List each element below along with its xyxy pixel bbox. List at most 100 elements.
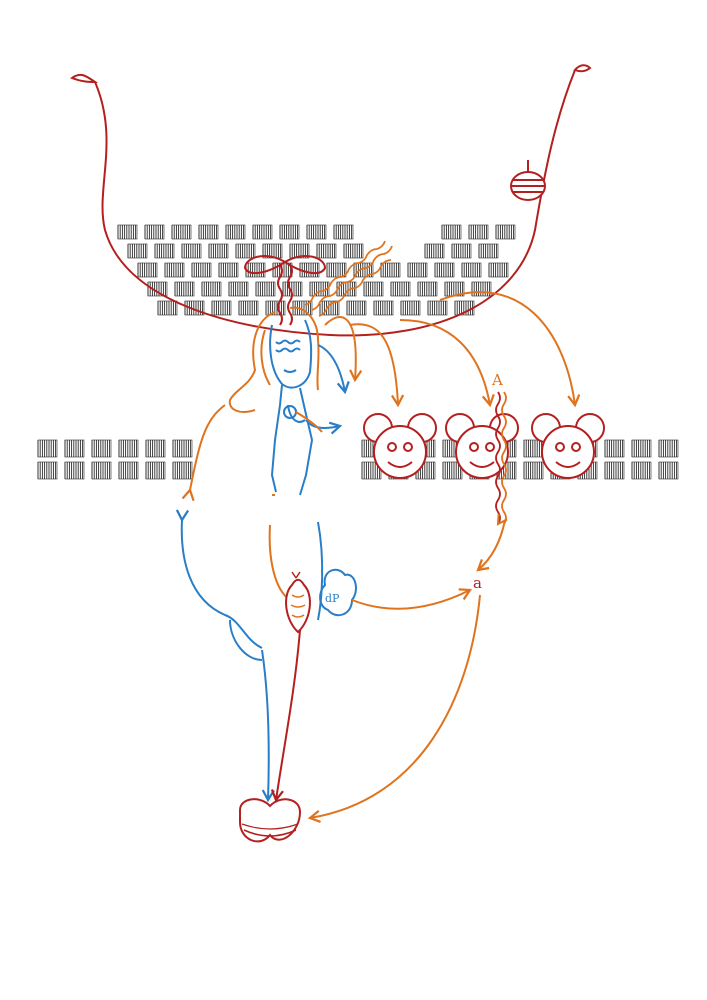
hatched-block: [252, 224, 273, 240]
hatched-block: [373, 300, 394, 316]
hatched-block: [245, 262, 266, 278]
hatched-block: [145, 439, 166, 458]
dp-blob: dP: [319, 568, 473, 617]
hatched-block: [441, 224, 462, 240]
orange-arm-stroke: [295, 411, 323, 433]
hatched-block: [407, 262, 428, 278]
hatched-block: [343, 243, 364, 259]
hatched-block: [157, 300, 178, 316]
hatched-block: [279, 224, 300, 240]
hatched-block: [91, 439, 112, 458]
hatched-block: [37, 461, 58, 480]
hatched-block: [117, 224, 138, 240]
hatched-block: [306, 224, 327, 240]
label-small-a: a: [473, 574, 482, 592]
hatched-block: [225, 224, 246, 240]
hatched-block: [211, 300, 232, 316]
figure-hair: [228, 306, 320, 413]
hatched-block: [631, 461, 652, 480]
upper-hatched-block-field: [117, 224, 516, 316]
hatched-block: [118, 461, 139, 480]
hatched-block: [631, 439, 652, 458]
hatched-block: [454, 300, 475, 316]
hatched-block: [442, 461, 463, 480]
hatched-block: [64, 439, 85, 458]
hatched-block: [468, 224, 489, 240]
hatched-block: [208, 243, 229, 259]
hatched-block: [390, 281, 411, 297]
red-bow-icon: [243, 254, 327, 326]
hatched-block: [380, 262, 401, 278]
arm: [287, 404, 306, 423]
bean-icon: [239, 798, 302, 843]
label-dp: dP: [325, 592, 340, 605]
leaf-icon-right: [573, 64, 592, 73]
hatched-block: [523, 439, 544, 458]
hatched-block: [145, 461, 166, 480]
hatched-block: [91, 461, 112, 480]
hatched-block: [255, 281, 276, 297]
hatched-block: [523, 461, 544, 480]
torso-left: [270, 384, 283, 493]
hatched-block: [495, 224, 516, 240]
hatched-block: [198, 224, 219, 240]
leaf-icon-left: [69, 73, 99, 84]
eyes-scribble: [275, 339, 301, 345]
mouse-heads-row: [363, 413, 605, 479]
hatched-block: [417, 281, 438, 297]
figure-body: [269, 319, 350, 496]
hatched-block: [235, 243, 256, 259]
hatched-block: [604, 461, 625, 480]
hatched-block: [37, 439, 58, 458]
torso-right: [299, 387, 314, 496]
striped-fruit-icon: [510, 160, 546, 201]
hatched-block: [363, 281, 384, 297]
hatched-block: [218, 262, 239, 278]
hatched-block: [118, 439, 139, 458]
orange-arrow-a-to-bean: [307, 594, 481, 823]
hatched-block: [478, 243, 499, 259]
hatched-block: [191, 262, 212, 278]
orange-basin-arrows: [324, 291, 581, 408]
seed-capsule-icon: [285, 571, 311, 634]
face-outline: [269, 319, 313, 389]
hatched-block: [164, 262, 185, 278]
hatched-block: [427, 300, 448, 316]
hatched-block: [471, 281, 492, 297]
hatched-block: [346, 300, 367, 316]
hatched-block: [127, 243, 148, 259]
mouse-head-icon: [445, 413, 519, 479]
hatched-block: [172, 439, 193, 458]
hatched-block: [181, 243, 202, 259]
hatched-block: [326, 262, 347, 278]
hatched-block: [201, 281, 222, 297]
hatched-block: [171, 224, 192, 240]
hatched-block: [658, 461, 679, 480]
hatched-block: [434, 262, 455, 278]
hatched-block: [154, 243, 175, 259]
label-capital-a: A: [491, 371, 503, 389]
orange-wavy-strands: [304, 240, 393, 317]
hatched-block: [265, 300, 286, 316]
hatched-block: [228, 281, 249, 297]
hatched-block: [316, 243, 337, 259]
hatched-block: [400, 300, 421, 316]
hatched-block: [451, 243, 472, 259]
hatched-block: [424, 243, 445, 259]
blue-arrow-head-to-right: [317, 344, 350, 395]
hatched-block: [137, 262, 158, 278]
hatched-block: [174, 281, 195, 297]
hatched-block: [488, 262, 509, 278]
hatched-block: [144, 224, 165, 240]
hatched-block: [604, 439, 625, 458]
hatched-block: [172, 461, 193, 480]
mouse-head-icon: [531, 413, 605, 479]
hatched-block: [658, 439, 679, 458]
hatched-block: [461, 262, 482, 278]
hatched-block: [238, 300, 259, 316]
hatched-block: [333, 224, 354, 240]
a-connector: A a: [473, 371, 508, 592]
mouse-head-icon: [363, 413, 437, 479]
hatched-block: [64, 461, 85, 480]
